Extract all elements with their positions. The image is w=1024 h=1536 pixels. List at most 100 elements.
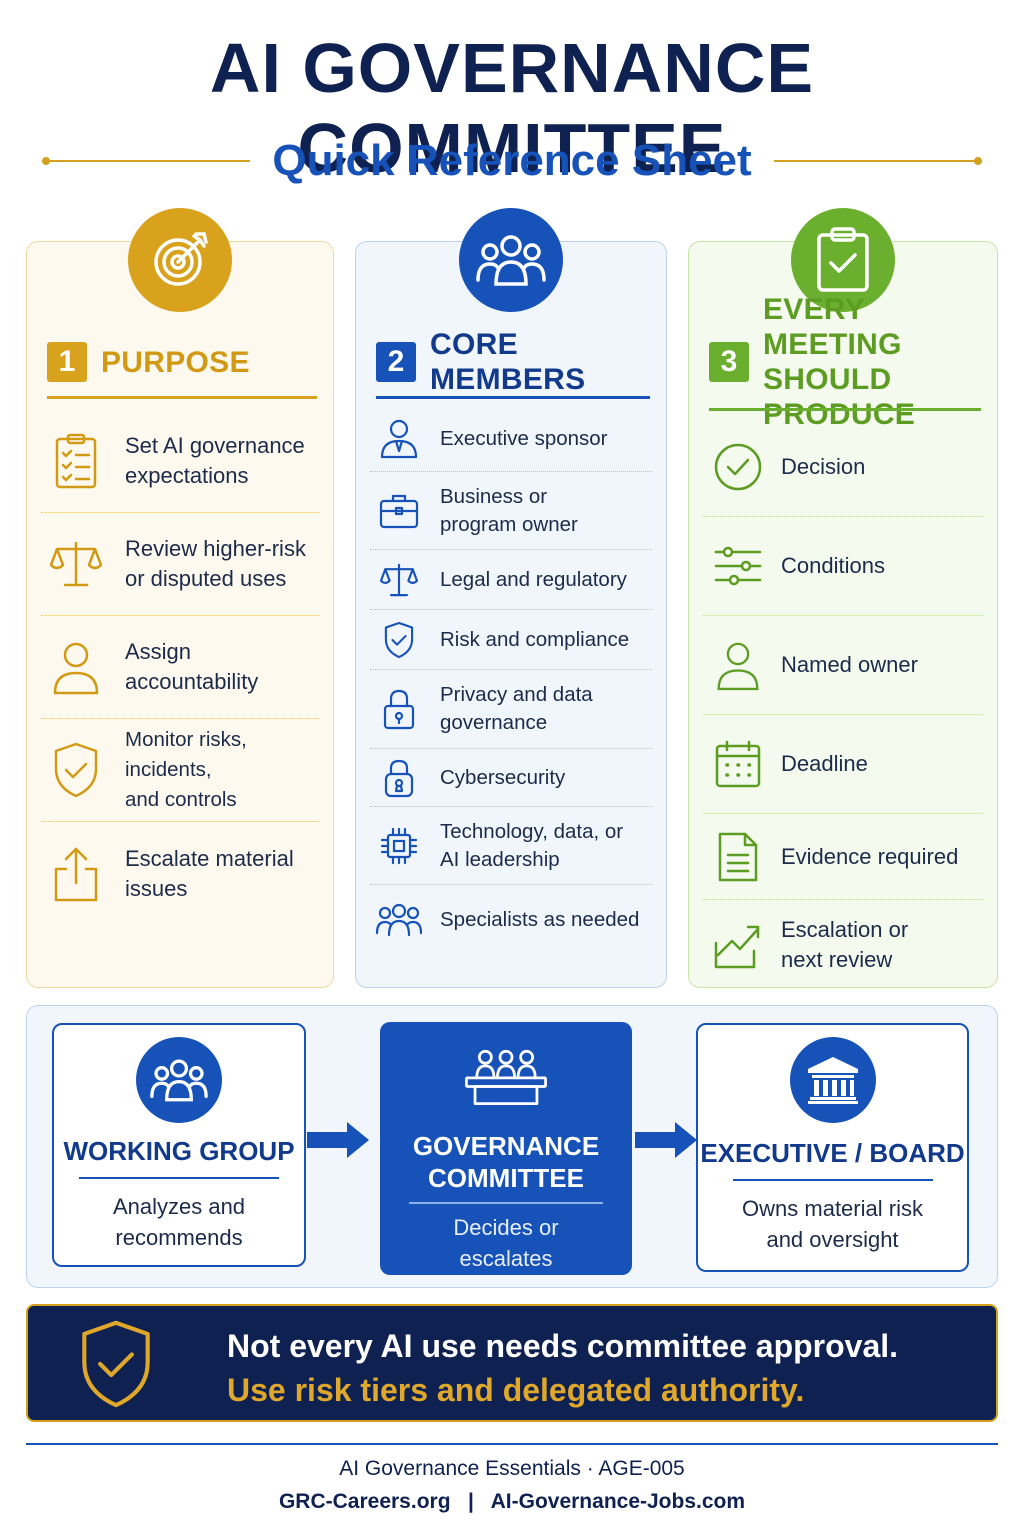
scales-icon <box>41 539 111 589</box>
escalation-flow: WORKING GROUP Analyzes and recommends GO… <box>26 1005 998 1288</box>
item-line: Cybersecurity <box>440 765 566 789</box>
stage-title: GOVERNANCE <box>412 1131 600 1161</box>
item-line: Executive sponsor <box>440 426 608 450</box>
core-members-header: 2 CORE MEMBERS <box>376 326 648 398</box>
item-line: program owner <box>440 512 578 536</box>
list-item: Business or program owner <box>370 472 652 550</box>
list-item: Technology, data, or AI leadership <box>370 807 652 885</box>
item-line: accountability <box>125 669 259 694</box>
item-line: Monitor risks, incidents, <box>125 728 247 781</box>
key-message-banner: Not every AI use needs committee approva… <box>26 1304 998 1422</box>
committee-table-icon <box>463 1034 549 1120</box>
executive-icon <box>370 419 428 459</box>
governance-committee-stage: GOVERNANCE COMMITTEE Decides or escalate… <box>380 1022 632 1275</box>
list-item: Evidence required <box>703 814 983 900</box>
target-icon <box>128 208 232 312</box>
section-title: SHOULD PRODUCE <box>763 363 916 431</box>
arrow-right-icon <box>635 1122 697 1158</box>
item-line: Business or <box>440 484 548 508</box>
footer-course: AI Governance Essentials · AGE-005 <box>339 1457 685 1480</box>
subtitle-row: Quick Reference Sheet <box>42 136 983 186</box>
list-item: Executive sponsor <box>370 406 652 472</box>
trend-up-icon <box>703 921 773 969</box>
stage-rule <box>79 1177 279 1179</box>
list-item: Deadline <box>703 715 983 814</box>
footer-links: GRC-Careers.org | AI-Governance-Jobs.com <box>278 1490 746 1513</box>
stage-rule <box>409 1202 603 1204</box>
chip-icon <box>370 826 428 866</box>
item-line: Deadline <box>781 751 868 776</box>
list-item: Set AI governance expectations <box>41 410 319 513</box>
document-icon <box>703 831 773 883</box>
section-number: 2 <box>376 342 416 382</box>
item-line: Escalation or <box>781 917 909 942</box>
shield-check-icon <box>78 1318 154 1415</box>
stage-rule <box>732 1179 933 1181</box>
section-number: 1 <box>47 342 87 382</box>
list-item: Monitor risks, incidents, and controls <box>41 719 319 822</box>
item-line: Conditions <box>781 553 885 578</box>
purpose-list: Set AI governance expectations Review hi… <box>41 410 319 925</box>
stage-description: Decides or <box>453 1215 559 1240</box>
stage-title: COMMITTEE <box>428 1163 584 1193</box>
calendar-icon <box>703 740 773 788</box>
stage-description: Analyzes and <box>112 1194 246 1219</box>
section-number: 3 <box>709 342 749 382</box>
item-line: Review higher-risk <box>125 536 306 561</box>
item-line: and controls <box>125 788 237 811</box>
item-line: Technology, data, or <box>440 819 624 843</box>
list-item: Decision <box>703 418 983 517</box>
list-item: Risk and compliance <box>370 610 652 670</box>
list-item: Privacy and data governance <box>370 670 652 749</box>
clipboard-check-icon <box>791 208 895 312</box>
purpose-header: 1 PURPOSE <box>47 326 315 398</box>
building-icon <box>789 1037 876 1123</box>
divider-right <box>773 157 983 165</box>
item-line: Specialists as needed <box>440 908 640 931</box>
item-line: Assign <box>125 639 192 664</box>
divider-left <box>42 157 251 165</box>
item-line: Risk and compliance <box>440 627 630 651</box>
item-line: Privacy and data <box>440 683 593 706</box>
banner-message: Not every AI use needs committee approva… <box>227 1328 899 1364</box>
list-item: Review higher-risk or disputed uses <box>41 513 319 616</box>
person-icon <box>703 638 773 692</box>
list-item: Legal and regulatory <box>370 550 652 610</box>
item-line: Evidence required <box>781 843 959 869</box>
page-title: AI GOVERNANCE COMMITTEE <box>209 29 815 187</box>
core-members-card: 2 CORE MEMBERS Executive sponsor Busines… <box>355 208 667 988</box>
banner-emphasis: Use risk tiers and delegated authority. <box>227 1372 805 1408</box>
section-rule <box>709 408 981 411</box>
item-line: issues <box>125 875 188 901</box>
purpose-card: 1 PURPOSE Set AI governance expectations <box>26 208 334 988</box>
shield-check-icon <box>370 621 428 659</box>
padlock-keyhole-icon <box>370 758 428 798</box>
section-rule <box>47 396 317 399</box>
briefcase-icon <box>370 493 428 529</box>
working-group-stage: WORKING GROUP Analyzes and recommends <box>52 1023 306 1267</box>
item-line: Decision <box>781 454 866 479</box>
list-item: Cybersecurity <box>370 749 652 807</box>
list-item: Escalate material issues <box>41 822 319 925</box>
shield-check-icon <box>41 741 111 799</box>
item-line: Set AI governance <box>125 433 305 458</box>
section-title: PURPOSE <box>101 345 250 379</box>
stage-description: and oversight <box>766 1227 899 1252</box>
list-item: Assign accountability <box>41 616 319 719</box>
stage-title: EXECUTIVE / BOARD <box>700 1138 965 1168</box>
arrow-right-icon <box>307 1122 369 1158</box>
stage-title: WORKING GROUP <box>63 1136 295 1166</box>
executive-board-stage: EXECUTIVE / BOARD Owns material risk and… <box>696 1023 969 1272</box>
item-line: next review <box>781 947 893 972</box>
list-item: Specialists as needed <box>370 885 652 955</box>
meeting-outputs-card: 3 EVERY MEETING SHOULD PRODUCE Decision <box>688 208 998 988</box>
upload-icon <box>41 845 111 903</box>
section-title: CORE MEMBERS <box>430 328 586 396</box>
list-item: Named owner <box>703 616 983 715</box>
item-line: governance <box>440 711 548 734</box>
check-circle-icon <box>703 442 773 492</box>
person-icon <box>41 639 111 695</box>
footer-divider <box>26 1443 998 1445</box>
section-title: EVERY MEETING <box>763 293 902 361</box>
list-item: Conditions <box>703 517 983 616</box>
